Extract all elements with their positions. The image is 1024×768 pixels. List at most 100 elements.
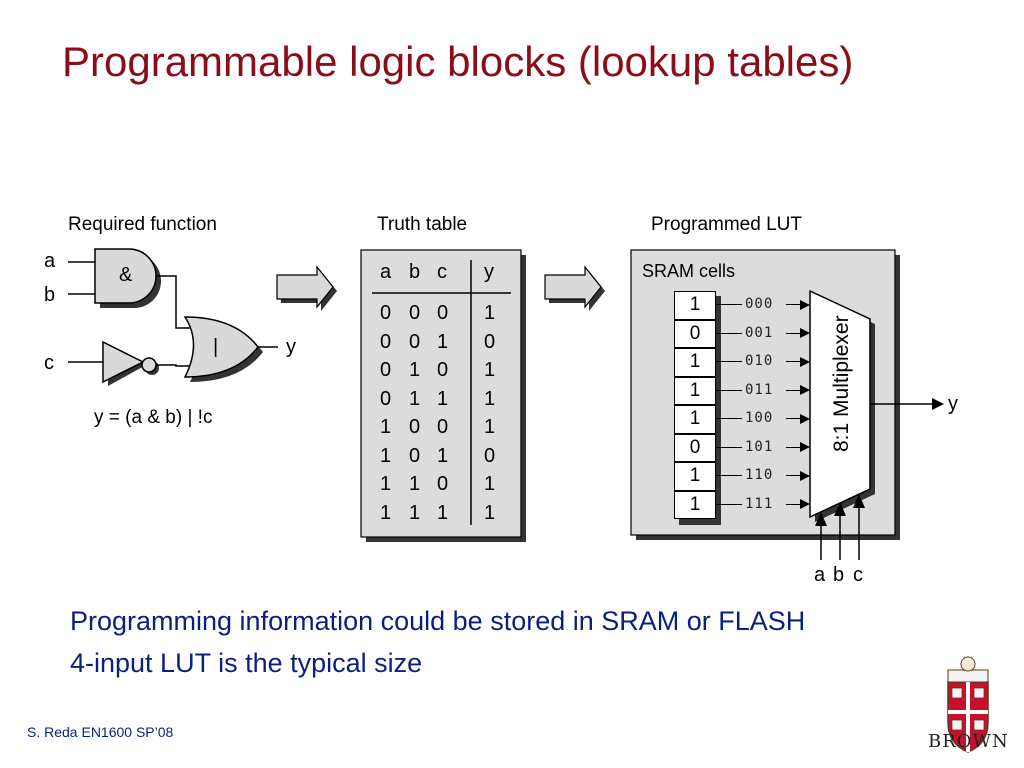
sram-cell: 1	[674, 291, 716, 320]
truth-table-cell: 0	[437, 359, 449, 381]
truth-table-cell: 0	[409, 444, 421, 467]
truth-table-cell: 1	[409, 473, 421, 495]
truth-table-cell: 1	[380, 416, 392, 438]
arrow-2	[544, 265, 602, 309]
mux-input-wire	[786, 418, 800, 420]
sram-wire	[716, 361, 742, 363]
sram-cell: 1	[674, 462, 716, 491]
mux-input-wire	[786, 389, 800, 391]
mux-address-label: 010	[745, 353, 774, 369]
brown-book-4	[973, 719, 985, 731]
truth-table-cell: 0	[409, 416, 421, 438]
or-gate-symbol: |	[213, 336, 219, 358]
mux-output-arrowhead	[932, 398, 944, 410]
brown-book-2	[973, 687, 985, 699]
footer-credit: S. Reda EN1600 SP’08	[27, 724, 174, 740]
select-arrow-c	[853, 494, 865, 508]
truth-table-cell: 1	[437, 330, 449, 353]
select-b-label: b	[833, 564, 845, 586]
mux-address-label: 110	[745, 467, 774, 483]
truth-table-cell: 1	[409, 359, 421, 381]
truth-table-cell: 0	[380, 387, 392, 410]
bullet-1: Programming information could be stored …	[70, 606, 806, 636]
and-gate	[94, 248, 157, 304]
input-a-label: a	[44, 250, 56, 272]
mux-label: 8:1 Multiplexer	[830, 315, 853, 452]
mux-input-arrowhead	[800, 328, 810, 339]
mux-address-label: 011	[745, 381, 774, 398]
mux-address-label: 001	[745, 324, 774, 341]
function-equation: y = (a & b) | !c	[94, 407, 213, 428]
truth-table-cell: 0	[437, 302, 449, 324]
truth-table-cell: 0	[484, 330, 496, 353]
truth-table-cell: 1	[437, 387, 449, 410]
truth-table-cell: 1	[484, 501, 496, 524]
select-a-label: a	[814, 564, 826, 586]
sram-cell: 1	[674, 490, 716, 519]
sram-cell: 0	[674, 319, 716, 348]
truth-table-cell: 0	[380, 330, 392, 353]
sram-wire	[716, 503, 742, 505]
brown-logo-text: BROWN	[928, 731, 1009, 752]
mux-address-label: 101	[745, 438, 774, 455]
truth-table-cell: 0	[409, 302, 421, 324]
truth-table-panel	[360, 249, 522, 538]
mux-input-wire	[786, 446, 800, 448]
mux-input-wire	[786, 332, 800, 334]
truth-table-cell: 1	[484, 473, 496, 495]
sram-cell: 1	[674, 348, 716, 377]
arrow-1	[276, 265, 334, 309]
sram-wire	[716, 446, 742, 448]
tt-head-b: b	[409, 261, 421, 283]
truth-table-cell: 0	[484, 444, 496, 467]
brown-sun	[960, 656, 976, 672]
sram-cell: 1	[674, 376, 716, 405]
sram-wire	[716, 475, 742, 477]
truth-table-cell: 0	[409, 330, 421, 353]
bullet-2: 4-input LUT is the typical size	[70, 648, 423, 678]
sram-cells-label: SRAM cells	[642, 261, 736, 281]
tt-head-a: a	[380, 261, 392, 283]
sram-cell: 0	[674, 433, 716, 462]
truth-table-cell: 0	[380, 359, 392, 381]
and-gate-symbol: &	[119, 264, 133, 286]
wire-and-or	[156, 275, 190, 329]
sram-wire	[716, 418, 742, 420]
truth-table-cell: 0	[380, 302, 392, 324]
sram-wire	[716, 389, 742, 391]
truth-table-cell: 1	[484, 416, 496, 438]
mux-address-label: 000	[745, 296, 774, 312]
sram-cell: 1	[674, 405, 716, 434]
mux-input-arrowhead	[800, 356, 810, 367]
mux-input-wire	[786, 304, 800, 306]
truth-table-heading: Truth table	[377, 214, 468, 235]
truth-table-cell: 1	[484, 387, 496, 410]
tt-head-y: y	[484, 261, 494, 283]
brown-book-3	[951, 719, 963, 731]
mux-input-arrowhead	[800, 470, 810, 481]
mux-input-arrowhead	[800, 299, 810, 310]
not-bubble	[141, 357, 157, 373]
input-b-label: b	[44, 284, 56, 306]
wire-not-or	[156, 364, 190, 367]
mux-input-wire	[786, 361, 800, 363]
truth-table-cell: 1	[437, 501, 449, 524]
programmed-lut-heading: Programmed LUT	[651, 214, 802, 235]
tt-head-c: c	[437, 261, 447, 283]
truth-table-cell: 1	[484, 359, 496, 381]
mux-input-arrowhead	[800, 385, 810, 396]
mux-input-arrowhead	[800, 499, 810, 510]
truth-table-cell: 1	[380, 473, 392, 495]
select-c-label: c	[853, 564, 863, 586]
lut-output-y-label: y	[948, 393, 958, 415]
sram-wire	[716, 304, 742, 306]
mux-address-label: 100	[745, 410, 774, 426]
truth-table-cell: 1	[409, 387, 421, 410]
input-c-label: c	[44, 352, 54, 374]
select-arrow-a	[815, 512, 827, 526]
select-arrow-b	[834, 502, 846, 516]
truth-table-cell: 1	[409, 501, 421, 524]
brown-book-1	[951, 687, 963, 699]
truth-table-cell: 1	[484, 302, 496, 324]
gate-output-y-label: y	[286, 336, 296, 358]
